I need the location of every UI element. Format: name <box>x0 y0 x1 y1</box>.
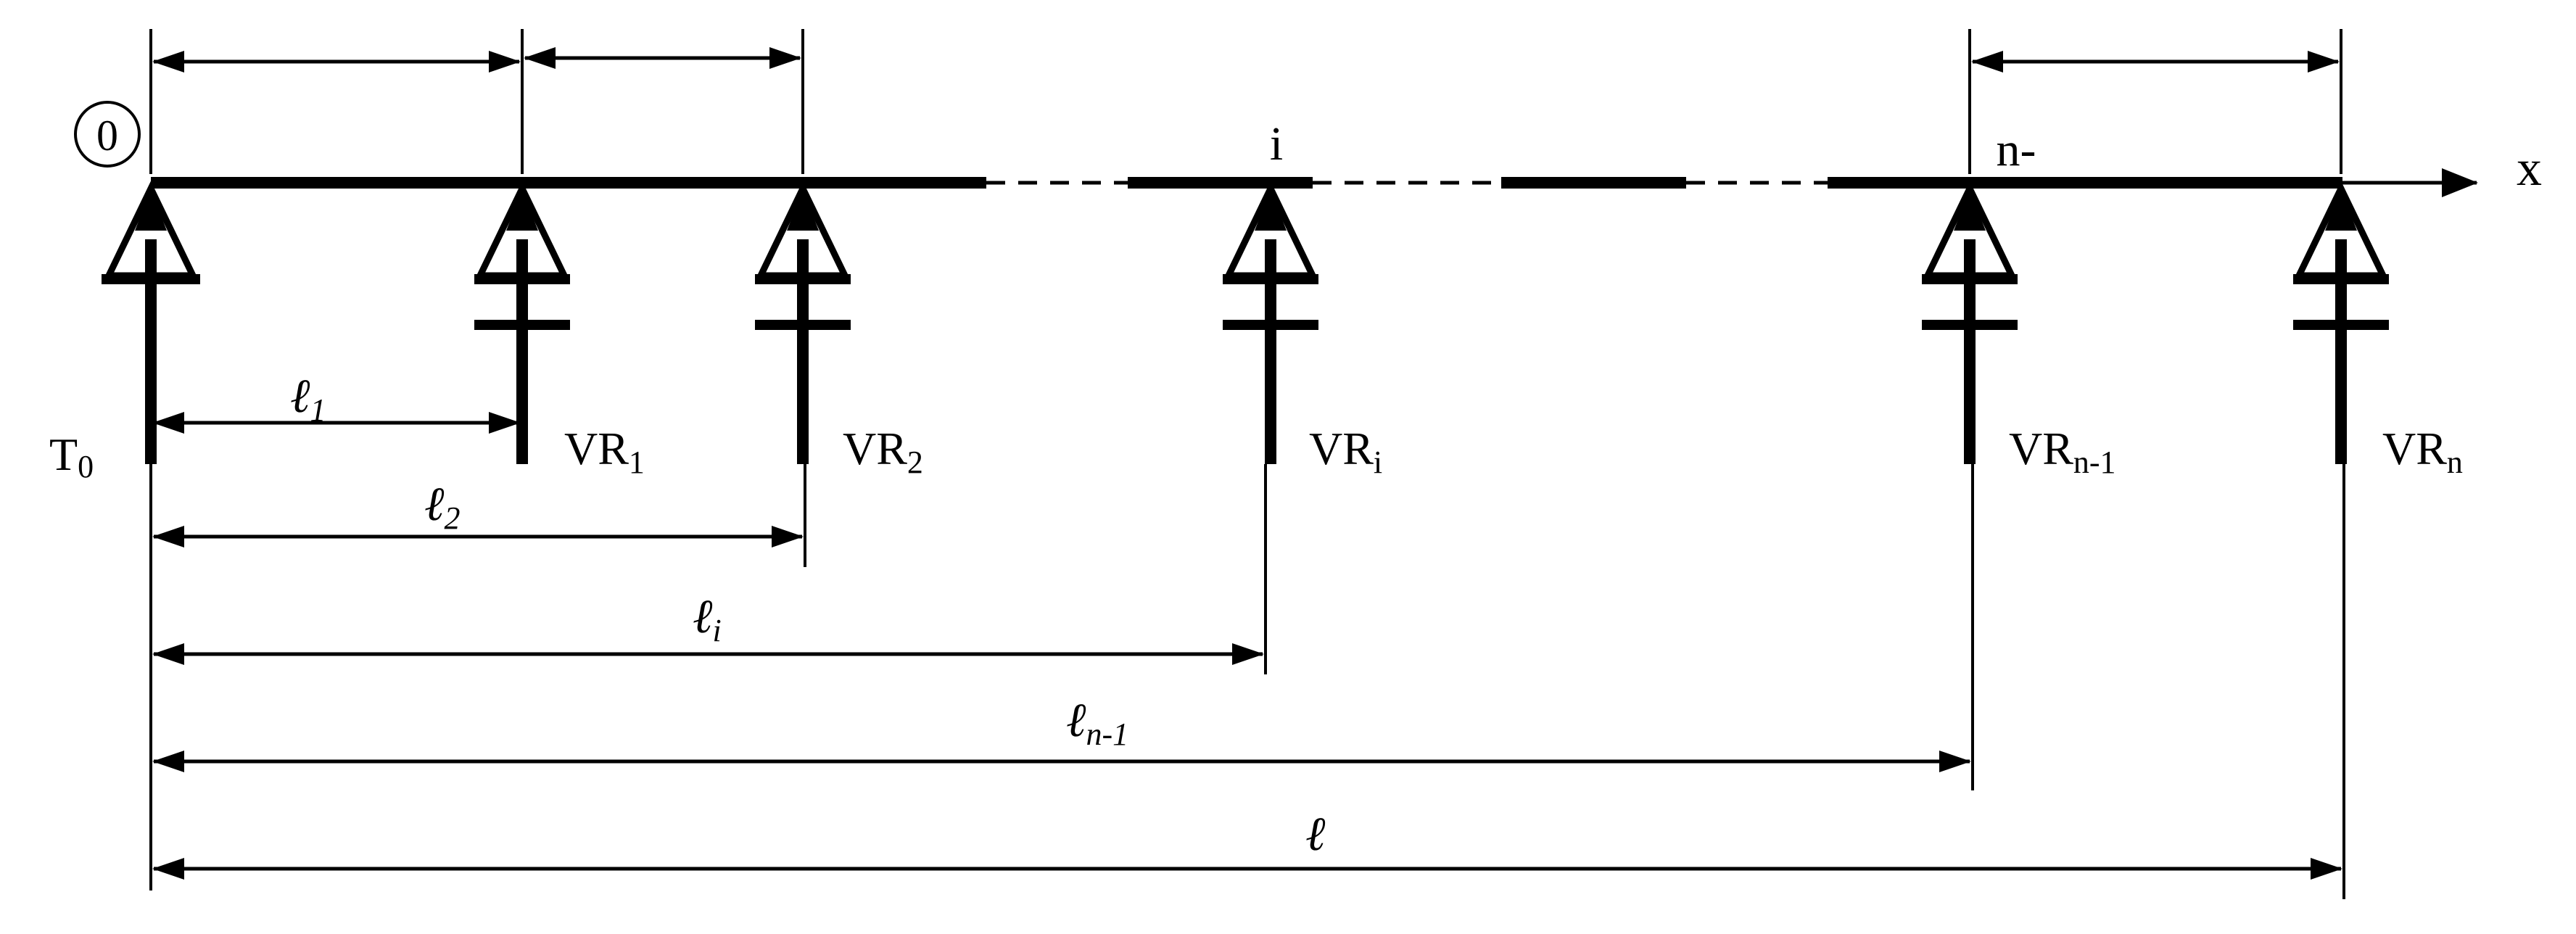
support-label-vrn: VRn <box>2382 423 2463 480</box>
support-label-t0: T0 <box>49 429 94 484</box>
distance-label-l: ℓ <box>1305 808 1326 861</box>
support-vr2 <box>755 181 851 567</box>
distance-label-li: ℓi <box>693 590 722 648</box>
node-n-label: n- <box>1997 123 2036 176</box>
node-i-label: i <box>1270 117 1283 170</box>
support-label-vrn-1: VRn-1 <box>2009 423 2116 480</box>
distance-label-ln-1: ℓn-1 <box>1066 694 1128 752</box>
support-vrn-1 <box>1922 181 2018 790</box>
distance-dimensions <box>152 412 2342 880</box>
support-vr1 <box>474 181 570 464</box>
support-t0 <box>102 181 200 890</box>
support-label-vri: VRi <box>1309 423 1382 480</box>
span-dimensions <box>149 29 2342 174</box>
support-vri <box>1223 181 1318 674</box>
origin-marker: 0 <box>74 101 141 168</box>
origin-label: 0 <box>96 112 118 160</box>
distance-label-l1: ℓ1 <box>290 370 326 428</box>
support-vrn <box>2293 181 2389 899</box>
distance-label-l2: ℓ2 <box>424 478 461 536</box>
support-label-vr1: VR1 <box>564 423 645 480</box>
x-axis-label: x <box>2517 141 2542 197</box>
support-label-vr2: VR2 <box>843 423 923 480</box>
